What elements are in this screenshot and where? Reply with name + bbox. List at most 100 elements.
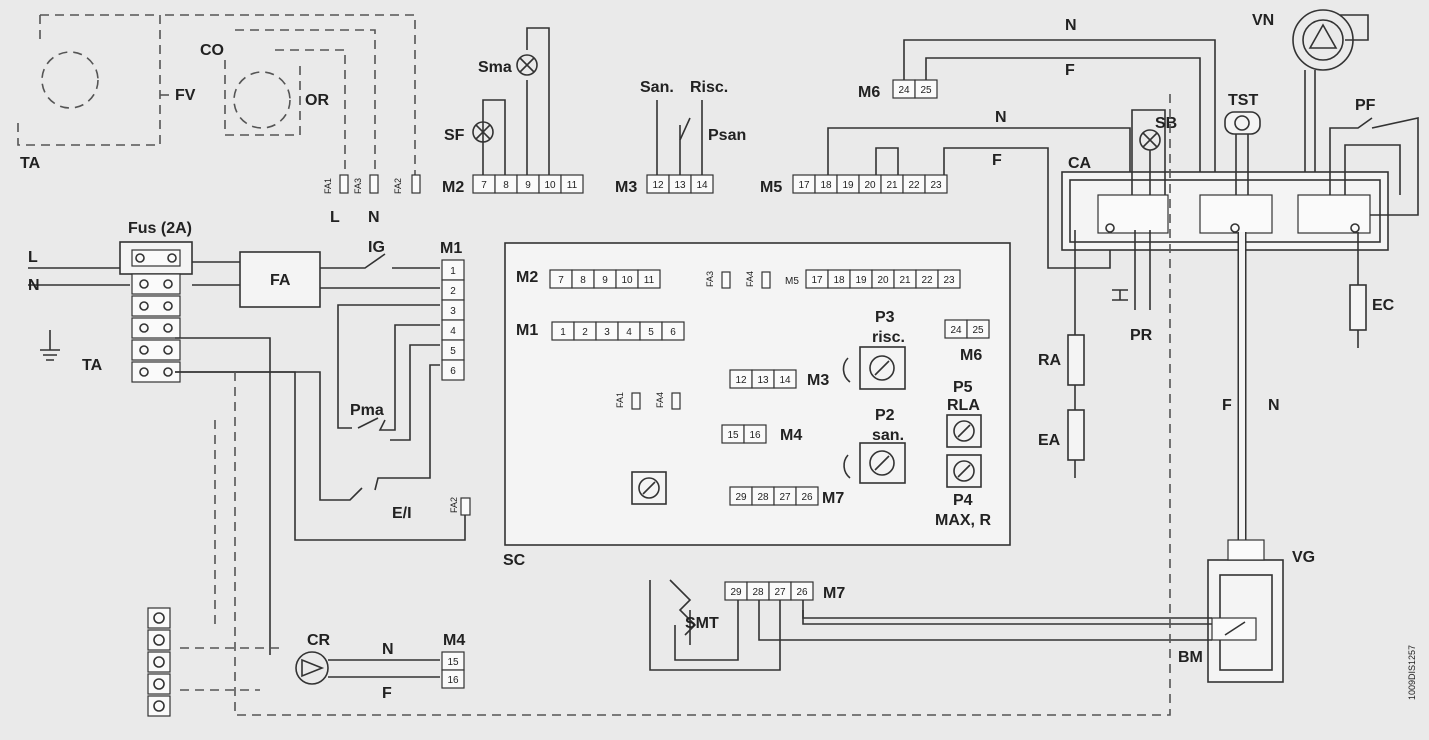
label-ta-top: TA [20, 155, 41, 172]
label-n-main: N [28, 277, 40, 294]
strip-screw [139, 345, 149, 355]
terminal-number: 25 [972, 325, 984, 336]
label-sb: SB [1155, 115, 1177, 132]
label-pf: PF [1355, 97, 1376, 114]
terminal-number: 26 [796, 587, 808, 598]
terminal-number: 17 [798, 180, 810, 191]
terminal-number: 28 [757, 492, 769, 503]
terminal-number: 21 [899, 275, 911, 286]
label-fa2-bottom: FA2 [449, 497, 459, 513]
terminal-number: 15 [447, 657, 459, 668]
strip-block [147, 695, 171, 717]
strip-screw [139, 323, 149, 333]
terminal-number: 23 [943, 275, 955, 286]
strip-screw [153, 634, 165, 646]
terminal-number: 2 [450, 286, 456, 297]
strip-screw [153, 678, 165, 690]
terminal-number: 16 [749, 430, 761, 441]
label-ea: EA [1038, 432, 1061, 449]
terminal-number: 7 [558, 275, 564, 286]
label-m5-sc: M5 [785, 276, 799, 287]
label-sma: Sma [478, 59, 512, 76]
terminal-cell [966, 319, 990, 339]
strip-screw [163, 367, 173, 377]
terminal-number: 16 [447, 675, 459, 686]
label-m7-bottom: M7 [823, 585, 845, 602]
label-fa4-sc2: FA4 [655, 392, 665, 408]
label-m6-sc: M6 [960, 347, 982, 364]
label-f-m6: F [1065, 62, 1075, 79]
terminal-number: 1 [560, 327, 566, 338]
terminal-number: 14 [779, 375, 791, 386]
label-f-m5: F [992, 152, 1002, 169]
strip-screw [163, 345, 173, 355]
label-m5-top: M5 [760, 179, 782, 196]
terminal-number: 20 [877, 275, 889, 286]
label-n-m6: N [1065, 17, 1077, 34]
label-psan: Psan [708, 127, 746, 144]
terminal-cell [773, 369, 797, 389]
label-f-vg: F [1222, 397, 1232, 414]
label-cr: CR [307, 632, 331, 649]
label-p2: P2 [875, 407, 895, 424]
terminal-number: 24 [898, 85, 910, 96]
terminal-number: 18 [833, 275, 845, 286]
terminal-cell [637, 269, 661, 289]
label-fa3-sc: FA3 [705, 271, 715, 287]
terminal-cell [743, 424, 767, 444]
terminal-number: 12 [735, 375, 747, 386]
label-m1-right: M1 [440, 240, 462, 257]
label-n-top: N [368, 209, 380, 226]
label-sf: SF [444, 127, 465, 144]
control-assembly-ca: CA SB TST PF [1061, 92, 1419, 251]
gas-valve-vg: F N VG BM [1178, 232, 1315, 683]
terminal-number: 9 [525, 180, 531, 191]
label-fa2: FA2 [393, 178, 403, 194]
terminal-number: 12 [652, 180, 664, 191]
label-smt: SMT [685, 615, 719, 632]
terminal-number: 6 [670, 327, 676, 338]
strip-screw [163, 279, 173, 289]
label-san: San. [640, 79, 674, 96]
terminal-cell [560, 174, 584, 194]
strip-screw [163, 301, 173, 311]
label-l-main: L [28, 249, 38, 266]
label-p4: P4 [953, 492, 973, 509]
terminal-number: 6 [450, 366, 456, 377]
label-ca: CA [1068, 155, 1092, 172]
label-p3-risc: risc. [872, 329, 905, 346]
terminal-number: 14 [696, 180, 708, 191]
terminal-number: 13 [674, 180, 686, 191]
terminal-number: 17 [811, 275, 823, 286]
terminal-strip [131, 273, 181, 383]
terminal-number: 23 [930, 180, 942, 191]
strip-block [131, 361, 181, 383]
label-l-top: L [330, 209, 340, 226]
strip-block [147, 629, 171, 651]
strip-block [131, 273, 181, 295]
terminal-number: 15 [727, 430, 739, 441]
terminal-number: 27 [774, 587, 786, 598]
electrodes: RA EA PR EC [1038, 230, 1395, 478]
label-p5-rla: RLA [947, 397, 980, 414]
label-n-m5: N [995, 109, 1007, 126]
terminal-number: 5 [648, 327, 654, 338]
terminal-number: 19 [855, 275, 867, 286]
terminal-cell [795, 486, 819, 506]
fan-vn: VN [1252, 9, 1369, 195]
label-vg: VG [1292, 549, 1315, 566]
terminal-number: 5 [450, 346, 456, 357]
strip-block [147, 673, 171, 695]
